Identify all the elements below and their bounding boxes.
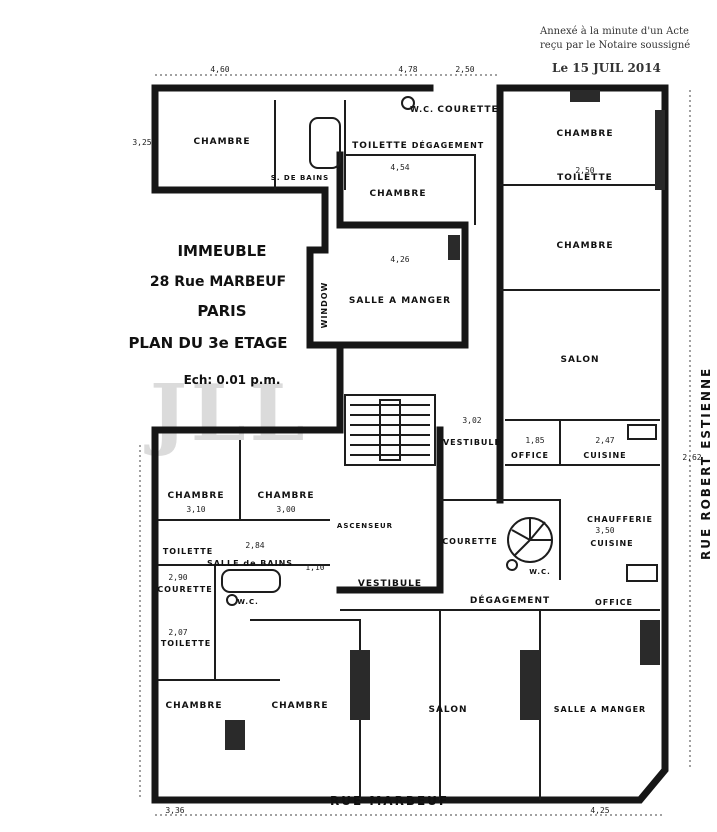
room-wc-top: W.C. — [410, 105, 434, 114]
room-chaufferie: CHAUFFERIE — [587, 515, 653, 524]
watermark-text: JLL — [144, 368, 309, 459]
room-wc-w: W.C. — [237, 598, 259, 606]
staircase — [344, 394, 436, 466]
room-chambre-w1: CHAMBRE — [168, 491, 225, 501]
dim-label: 2,47 — [595, 436, 614, 445]
title-line-4: PLAN DU 3e ETAGE — [128, 334, 287, 352]
dimension-lines — [139, 74, 691, 816]
room-cuisine-e: CUISINE — [590, 539, 633, 548]
room-office-center: OFFICE — [511, 451, 549, 460]
dim-label: 1,10 — [305, 563, 324, 572]
room-chambre-sw: CHAMBRE — [166, 701, 223, 711]
fixtures — [221, 96, 658, 606]
stamp-date: Le 15 JUIL 2014 — [552, 61, 661, 75]
notary-stamp: Annexé à la minute d'un Acte reçu par le… — [539, 26, 690, 75]
room-toilette-top: TOILETTE — [352, 141, 408, 151]
dim-label: 1,85 — [525, 436, 544, 445]
outer-walls — [151, 84, 669, 804]
dim-label: 3,00 — [276, 505, 295, 514]
dim-label: 3,10 — [186, 505, 205, 514]
room-vestibule-center: VESTIBULE — [443, 438, 501, 447]
dim-label: 3,50 — [595, 526, 614, 535]
stamp-line-2: reçu par le Notaire soussigné — [540, 40, 690, 51]
room-cuisine-center: CUISINE — [583, 451, 626, 460]
room-toilette-sw: TOILETTE — [161, 639, 211, 648]
room-salle-de-bains: SALLE de BAINS — [207, 559, 293, 568]
room-office-e: OFFICE — [595, 598, 633, 607]
stamp-line-1: Annexé à la minute d'un Acte — [539, 26, 689, 37]
room-labels: CHAMBRE TOILETTE S. DE BAINS W.C. COURET… — [157, 105, 653, 715]
dim-label: 2,50 — [575, 166, 594, 175]
room-chambre-ne: CHAMBRE — [557, 129, 614, 139]
title-line-2: 28 Rue MARBEUF — [150, 274, 286, 290]
room-courette-top: COURETTE — [437, 105, 498, 115]
interior-walls — [158, 100, 660, 800]
street-bottom: RUE MARBEUF — [330, 794, 449, 808]
dimension-labels: 4,60 4,78 2,50 3,25 4,54 4,26 3,02 1,85 … — [132, 65, 701, 815]
dim-label: 4,60 — [210, 65, 229, 74]
room-chambre-center: CHAMBRE — [370, 189, 427, 199]
dim-label: 3,36 — [165, 806, 184, 815]
room-chambre-w2: CHAMBRE — [258, 491, 315, 501]
room-courette-w: COURETTE — [157, 585, 212, 594]
spiral-staircase — [507, 517, 553, 563]
dim-label: 2,07 — [168, 628, 187, 637]
dim-label: 4,54 — [390, 163, 409, 172]
dim-label: 4,78 — [398, 65, 417, 74]
chimneys — [225, 90, 665, 750]
room-courette-mid: COURETTE — [442, 537, 497, 546]
room-degagement-south: DÉGAGEMENT — [470, 594, 550, 606]
dim-label: 3,25 — [132, 138, 151, 147]
window-label: WINDOW — [320, 282, 329, 329]
dim-label: 3,02 — [462, 416, 481, 425]
room-chambre-e: CHAMBRE — [557, 241, 614, 251]
room-chambre-s: CHAMBRE — [272, 701, 329, 711]
room-degagement-top: DÉGAGEMENT — [412, 139, 484, 150]
room-chambre-nw: CHAMBRE — [194, 137, 251, 147]
room-s-de-bains: S. DE BAINS — [271, 174, 329, 182]
street-right: RUE ROBERT ESTIENNE — [699, 367, 713, 560]
room-toilette-ne: TOILETTE — [557, 173, 613, 183]
room-salle-a-manger-top: SALLE A MANGER — [349, 296, 451, 306]
dim-label: 2,50 — [455, 65, 474, 74]
scale-label: Ech: 0.01 p.m. — [184, 373, 281, 387]
dim-label: 4,26 — [390, 255, 409, 264]
dim-label: 2,62 — [682, 453, 701, 462]
dim-label: 2,84 — [245, 541, 264, 550]
dim-label: 2,90 — [168, 573, 187, 582]
room-toilette-w: TOILETTE — [163, 547, 213, 556]
title-line-1: IMMEUBLE — [177, 242, 266, 260]
room-salle-a-manger-s: SALLE A MANGER — [554, 705, 646, 714]
room-vestibule-south: VESTIBULE — [358, 579, 422, 589]
dim-label: 4,25 — [590, 806, 609, 815]
room-salon-s: SALON — [428, 705, 467, 715]
title-block: IMMEUBLE 28 Rue MARBEUF PARIS PLAN DU 3e… — [128, 242, 287, 387]
title-line-3: PARIS — [197, 302, 246, 320]
room-ascenseur: ASCENSEUR — [337, 522, 393, 530]
room-wc-mid: W.C. — [529, 568, 551, 576]
room-salon-e: SALON — [560, 355, 599, 365]
